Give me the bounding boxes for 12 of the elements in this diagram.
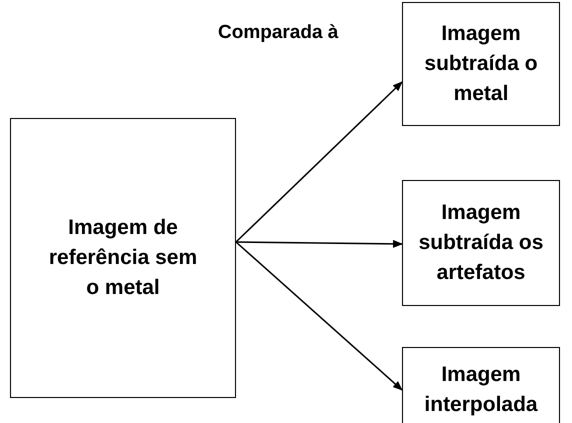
comparison-label: Comparada à — [218, 22, 338, 44]
box-text: Imagem de referência sem o metal — [48, 215, 198, 301]
box-text: Imagem interpolada — [423, 362, 539, 418]
process-box — [402, 347, 560, 423]
box-text: Imagem subtraída o metal — [423, 21, 539, 107]
box-text: Imagem subtraída os artefatos — [418, 200, 544, 286]
process-box — [10, 118, 236, 398]
arrow — [236, 240, 403, 248]
arrow — [236, 241, 403, 391]
arrow — [235, 81, 403, 243]
process-box — [402, 2, 560, 126]
process-box — [402, 180, 560, 306]
